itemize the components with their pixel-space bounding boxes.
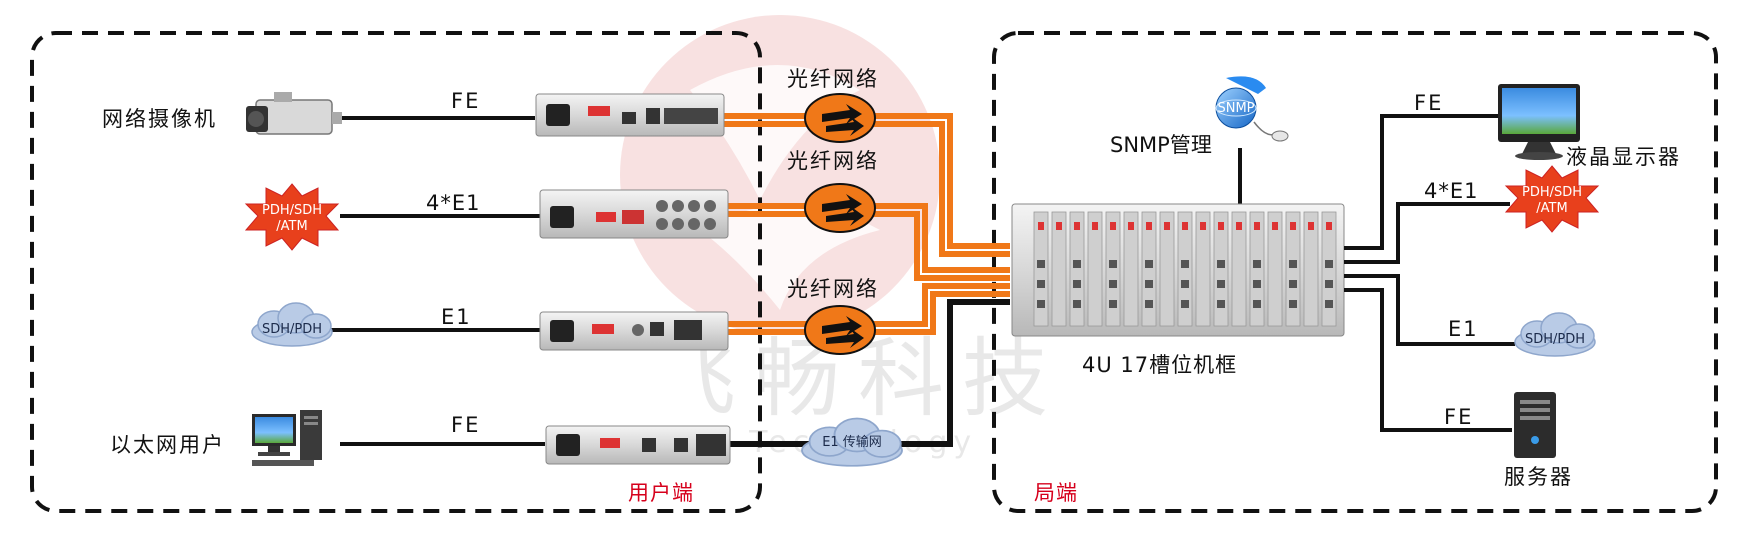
link-label-pdh-out: 4*E1 — [1424, 179, 1479, 203]
link-server — [1344, 288, 1512, 432]
link-pdh-out — [1344, 202, 1510, 264]
link-label-sdh: E1 — [441, 305, 472, 329]
label-ethernet-user: 以太网用户 — [110, 433, 225, 457]
burst-text-line1: PDH/SDH — [262, 203, 322, 218]
link-label-server: FE — [1444, 405, 1473, 429]
chassis-label: 4U 17槽位机框 — [1082, 353, 1237, 377]
snmp-globe-icon: SNMP — [1215, 76, 1289, 142]
burst-text-line2: /ATM — [276, 219, 307, 234]
cloud-icon-central: SDH/PDH — [1514, 312, 1596, 357]
fiber-label-2: 光纤网络 — [787, 149, 879, 173]
snmp-label: SNMP管理 — [1110, 133, 1212, 157]
link-monitor — [1344, 114, 1500, 250]
e1-cloud-icon: E1 传输网 — [801, 417, 903, 467]
link-label-camera: FE — [451, 89, 480, 113]
chassis-17-slot — [1011, 203, 1345, 337]
server-icon — [1514, 392, 1556, 458]
chassis-ports — [1037, 260, 1333, 308]
fiber-label-1: 光纤网络 — [787, 67, 879, 91]
label-camera: 网络摄像机 — [102, 107, 217, 131]
label-server: 服务器 — [1504, 465, 1573, 489]
user-zone-border — [30, 31, 762, 513]
device-fe-ethernet — [545, 425, 731, 465]
chassis-slots — [1033, 211, 1337, 327]
cloud-icon: SDH/PDH — [251, 302, 333, 347]
cloud-central-text: SDH/PDH — [1525, 332, 1585, 347]
central-links — [1344, 114, 1515, 432]
link-label-sdh-out: E1 — [1448, 317, 1479, 341]
fiber-network-3 — [804, 305, 876, 355]
link-sdh-out — [1344, 274, 1515, 346]
burst-central-text-line1: PDH/SDH — [1522, 185, 1582, 200]
fiber-network-1 — [804, 93, 876, 143]
chassis-leds — [1038, 222, 1332, 230]
link-label-ethernet: FE — [451, 413, 480, 437]
fiber-label-3: 光纤网络 — [787, 277, 879, 301]
burst-central-text-line2: /ATM — [1536, 201, 1567, 216]
snmp-globe-text: SNMP — [1217, 101, 1254, 116]
central-zone-label: 局端 — [1034, 481, 1078, 505]
monitor-icon — [1498, 84, 1580, 160]
camera-icon — [246, 92, 342, 135]
device-e1 — [539, 311, 729, 351]
device-fe-camera — [535, 93, 725, 137]
e1-cloud-label: E1 传输网 — [822, 434, 882, 450]
device-4e1 — [539, 189, 729, 239]
fiber-network-2 — [804, 183, 876, 233]
computer-icon — [252, 410, 322, 466]
burst-icon: PDH/SDH /ATM — [244, 183, 340, 251]
burst-icon-central: PDH/SDH /ATM — [1504, 165, 1600, 233]
cloud-text: SDH/PDH — [262, 322, 322, 337]
user-links — [330, 116, 545, 446]
link-label-monitor: FE — [1414, 91, 1443, 115]
central-zone-border — [992, 31, 1718, 513]
label-monitor: 液晶显示器 — [1566, 145, 1681, 169]
user-zone-label: 用户端 — [628, 481, 694, 505]
link-label-pdh: 4*E1 — [426, 191, 481, 215]
